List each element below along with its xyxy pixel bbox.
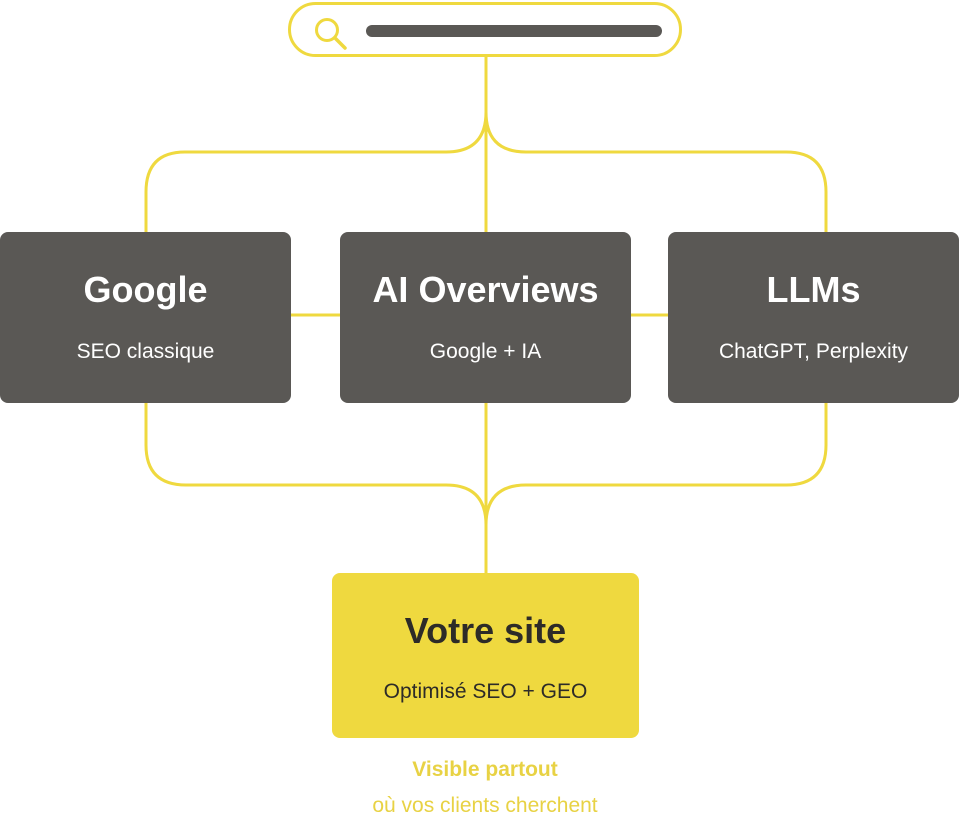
connector-bottom-right — [484, 403, 828, 526]
node-votre-site: Votre site Optimisé SEO + GEO — [332, 573, 639, 738]
node-llms-subtitle: ChatGPT, Perplexity — [718, 340, 909, 363]
node-votre-site-subtitle: Optimisé SEO + GEO — [383, 680, 588, 703]
node-votre-site-title: Votre site — [404, 610, 567, 651]
node-google-subtitle: SEO classique — [76, 340, 215, 363]
caption-line-1: Visible partout — [412, 758, 558, 781]
node-google: Google SEO classique — [0, 232, 291, 403]
node-llms-title: LLMs — [766, 269, 861, 310]
node-ai-overviews-subtitle: Google + IA — [429, 340, 542, 363]
search-bar[interactable] — [288, 2, 682, 57]
search-icon — [315, 18, 347, 50]
connector-bottom-left — [144, 403, 488, 526]
node-google-title: Google — [83, 269, 208, 310]
node-ai-overviews-title: AI Overviews — [372, 269, 599, 310]
connector-top-left — [144, 111, 488, 232]
caption-line-2: où vos clients cherchent — [372, 794, 598, 817]
node-llms: LLMs ChatGPT, Perplexity — [668, 232, 959, 403]
connector-top-right — [484, 111, 828, 232]
node-ai-overviews: AI Overviews Google + IA — [340, 232, 631, 403]
search-query-placeholder-bar — [366, 25, 662, 37]
